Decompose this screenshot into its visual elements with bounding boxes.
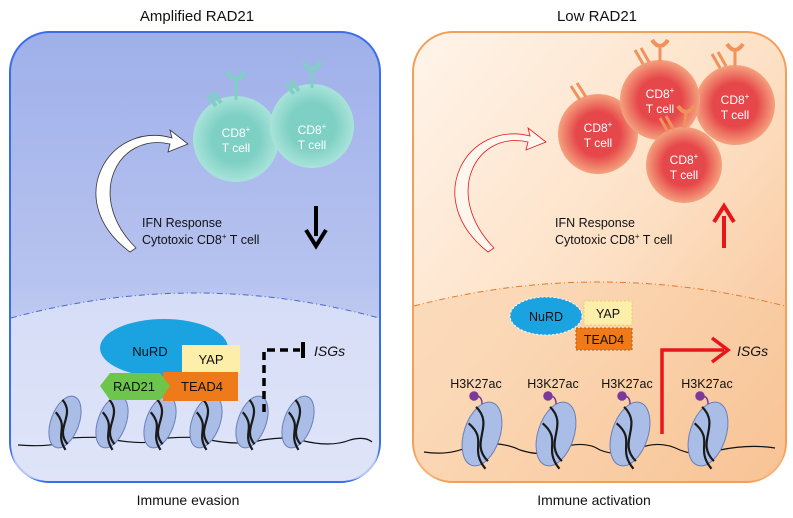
right-nucleosomes [461,401,729,470]
left-panel: Amplified RAD21 CD8+ T cell CD8+ T cell [9,8,381,508]
left-nuclear-envelope [10,292,380,319]
right-yap [583,300,633,326]
left-isgs-label: ISGs [314,343,345,359]
left-tcell-2: CD8+ T cell [270,60,354,168]
right-tcell-3-label: CD8+ [721,92,750,107]
right-mark-1: H3K27ac [450,377,501,391]
right-tead4-label: TEAD4 [584,333,624,347]
right-protein-complex: NuRD YAP TEAD4 [509,296,633,351]
left-panel-footer: Immune evasion [137,492,240,508]
right-tcell-4: CD8+ T cell [646,104,722,203]
right-tcell-1-label: CD8+ [584,120,613,135]
left-tcell-2-label-2: T cell [298,138,326,152]
right-tcell-2-label-2: T cell [646,102,674,116]
left-rad21-label: RAD21 [113,379,155,394]
right-tcell-3-label-2: T cell [721,108,749,122]
right-tcell-2-label: CD8+ [646,86,675,101]
left-tcell-1-label-2: T cell [222,141,250,155]
left-tead4 [163,372,238,401]
left-yap-label: YAP [198,352,223,367]
right-panel: Low RAD21 CD8+ T cell CD8+ T cell [412,8,787,508]
right-tead4 [575,327,633,351]
left-repressed-promoter [262,342,305,412]
left-nurd-label: NuRD [132,344,167,359]
right-tcell-1: CD8+ T cell [558,82,638,174]
left-down-arrow [304,206,328,250]
right-tcell-4-label-2: T cell [670,168,698,182]
right-yap-label: YAP [596,307,620,321]
right-up-arrow [712,202,736,248]
right-response-line2: Cytotoxic CD8+ T cell [555,232,672,247]
left-response-line2: Cytotoxic CD8+ T cell [142,232,259,247]
left-nucleosomes [48,395,315,451]
right-acetyl-marks [469,391,709,405]
right-panel-title: Low RAD21 [557,8,637,25]
left-response-line1: IFN Response [142,216,222,230]
right-tcell-4-label: CD8+ [670,152,699,167]
left-tcell-1-label: CD8+ [222,125,251,140]
right-response-line1: IFN Response [555,216,635,230]
right-curved-arrow [454,126,547,253]
right-nurd [509,296,583,336]
right-isgs-label: ISGs [737,343,768,359]
left-tead4-label: TEAD4 [181,379,223,394]
right-active-promoter [660,336,731,434]
left-yap [182,345,240,373]
left-tcell-2-label: CD8+ [298,122,327,137]
left-curved-arrow [95,128,189,253]
right-mark-4: H3K27ac [681,377,732,391]
right-mark-3: H3K27ac [601,377,652,391]
left-protein-complex: NuRD YAP TEAD4 RAD21 [100,319,240,401]
left-tcell-1: CD8+ T cell [193,70,279,182]
right-tcell-3: CD8+ T cell [695,42,775,145]
left-rad21 [100,373,170,400]
right-tcell-1-label-2: T cell [584,136,612,150]
left-panel-title: Amplified RAD21 [140,8,254,25]
right-panel-footer: Immune activation [537,492,651,508]
right-nuclear-envelope [413,281,786,307]
right-tcell-2: CD8+ T cell [620,38,700,140]
right-mark-2: H3K27ac [527,377,578,391]
right-nurd-label: NuRD [529,310,563,324]
